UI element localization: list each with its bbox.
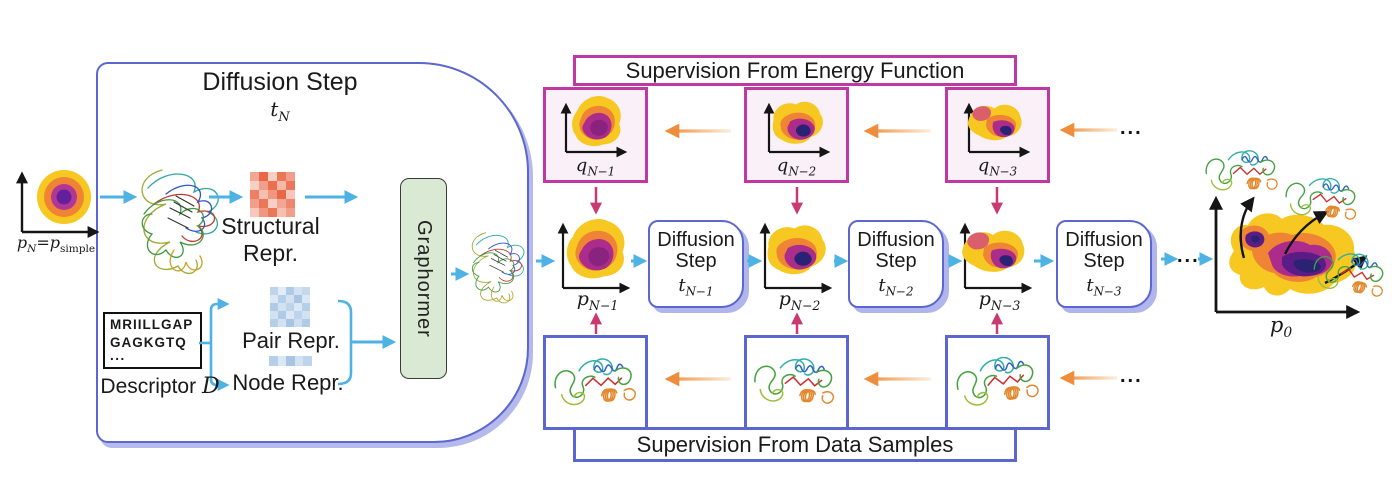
node-repr-heatmap (269, 356, 312, 366)
initial-distribution-rings (37, 170, 91, 224)
data-supervision-title-box: Supervision From Data Samples (573, 427, 1017, 462)
step-label-line1: Diffusion (657, 228, 735, 251)
pair-repr-label: Pair Repr. (242, 328, 340, 353)
pair-repr-heatmap (270, 287, 310, 327)
energy-supervision-title: Supervision From Energy Function (625, 57, 965, 83)
p-plot-axes (557, 222, 1033, 294)
q2-label: qN−2 (776, 155, 817, 179)
step-label-line2: Step (875, 249, 917, 272)
density-plot-p1 (566, 218, 625, 279)
density-plot-p2 (767, 225, 826, 275)
p0-label: p0 (1269, 313, 1293, 342)
p0-axes (1209, 195, 1361, 319)
energy-supervision-title-box: Supervision From Energy Function (573, 55, 1017, 86)
data-sample-box-2 (744, 335, 849, 430)
step-label-line2: Step (675, 249, 717, 272)
main-box-title: Diffusion Step (202, 68, 358, 96)
structural-repr-heatmap (250, 172, 295, 217)
sequence-box: MRIILLGAP GAGKGTQ ... (103, 312, 202, 369)
protein-sample-icon (1283, 173, 1360, 221)
sequence-ellipsis: ... (110, 347, 126, 363)
p3-label: pN−3 (978, 288, 1021, 313)
sample-arrows (1239, 196, 1368, 285)
step-label-line2: Step (1083, 249, 1125, 272)
descriptor-label: Descriptor D (100, 374, 220, 399)
main-box-time-label: tN (270, 97, 290, 125)
density-plot-p3 (962, 230, 1025, 272)
diffusion-step-box-1: Diffusion Step tN−1 (648, 220, 744, 308)
structural-repr-label: Structural Repr. (221, 213, 320, 266)
data-row-ellipsis: ... (1120, 365, 1143, 387)
graphormer-box: Graphormer (400, 178, 447, 379)
protein-sample-icon (1310, 246, 1389, 299)
data-sample-box-3 (945, 335, 1050, 430)
initial-distribution-axes (16, 171, 100, 238)
protein-sample-icon (1205, 150, 1278, 191)
sequence-line-2: GAGKGTQ (110, 334, 187, 350)
p1-label: pN−1 (576, 288, 619, 313)
middle-row-ellipsis: ... (1177, 245, 1200, 267)
energy-row-ellipsis: ... (1120, 117, 1143, 139)
sequence-line-1: MRIILLGAP (110, 317, 194, 332)
diffusion-step-box-3: Diffusion Step tN−3 (1056, 220, 1152, 308)
q3-label: qN−3 (977, 155, 1018, 179)
node-repr-label: Node Repr. (232, 370, 344, 395)
q1-label: qN−1 (575, 155, 616, 179)
data-supervision-title: Supervision From Data Samples (636, 431, 954, 457)
p2-label: pN−2 (778, 288, 821, 313)
density-plot-p0 (1229, 213, 1357, 296)
step-time-label: tN−3 (1086, 275, 1122, 299)
diffusion-step-box-2: Diffusion Step tN−2 (848, 220, 944, 308)
step-label-line1: Diffusion (857, 228, 935, 251)
step-time-label: tN−2 (878, 275, 914, 299)
graphormer-label: Graphormer (413, 219, 435, 338)
step-label-line1: Diffusion (1065, 228, 1143, 251)
data-sample-box-1 (543, 335, 648, 430)
step-time-label: tN−1 (678, 275, 714, 299)
initial-distribution-label: pN=psimple (16, 233, 96, 256)
